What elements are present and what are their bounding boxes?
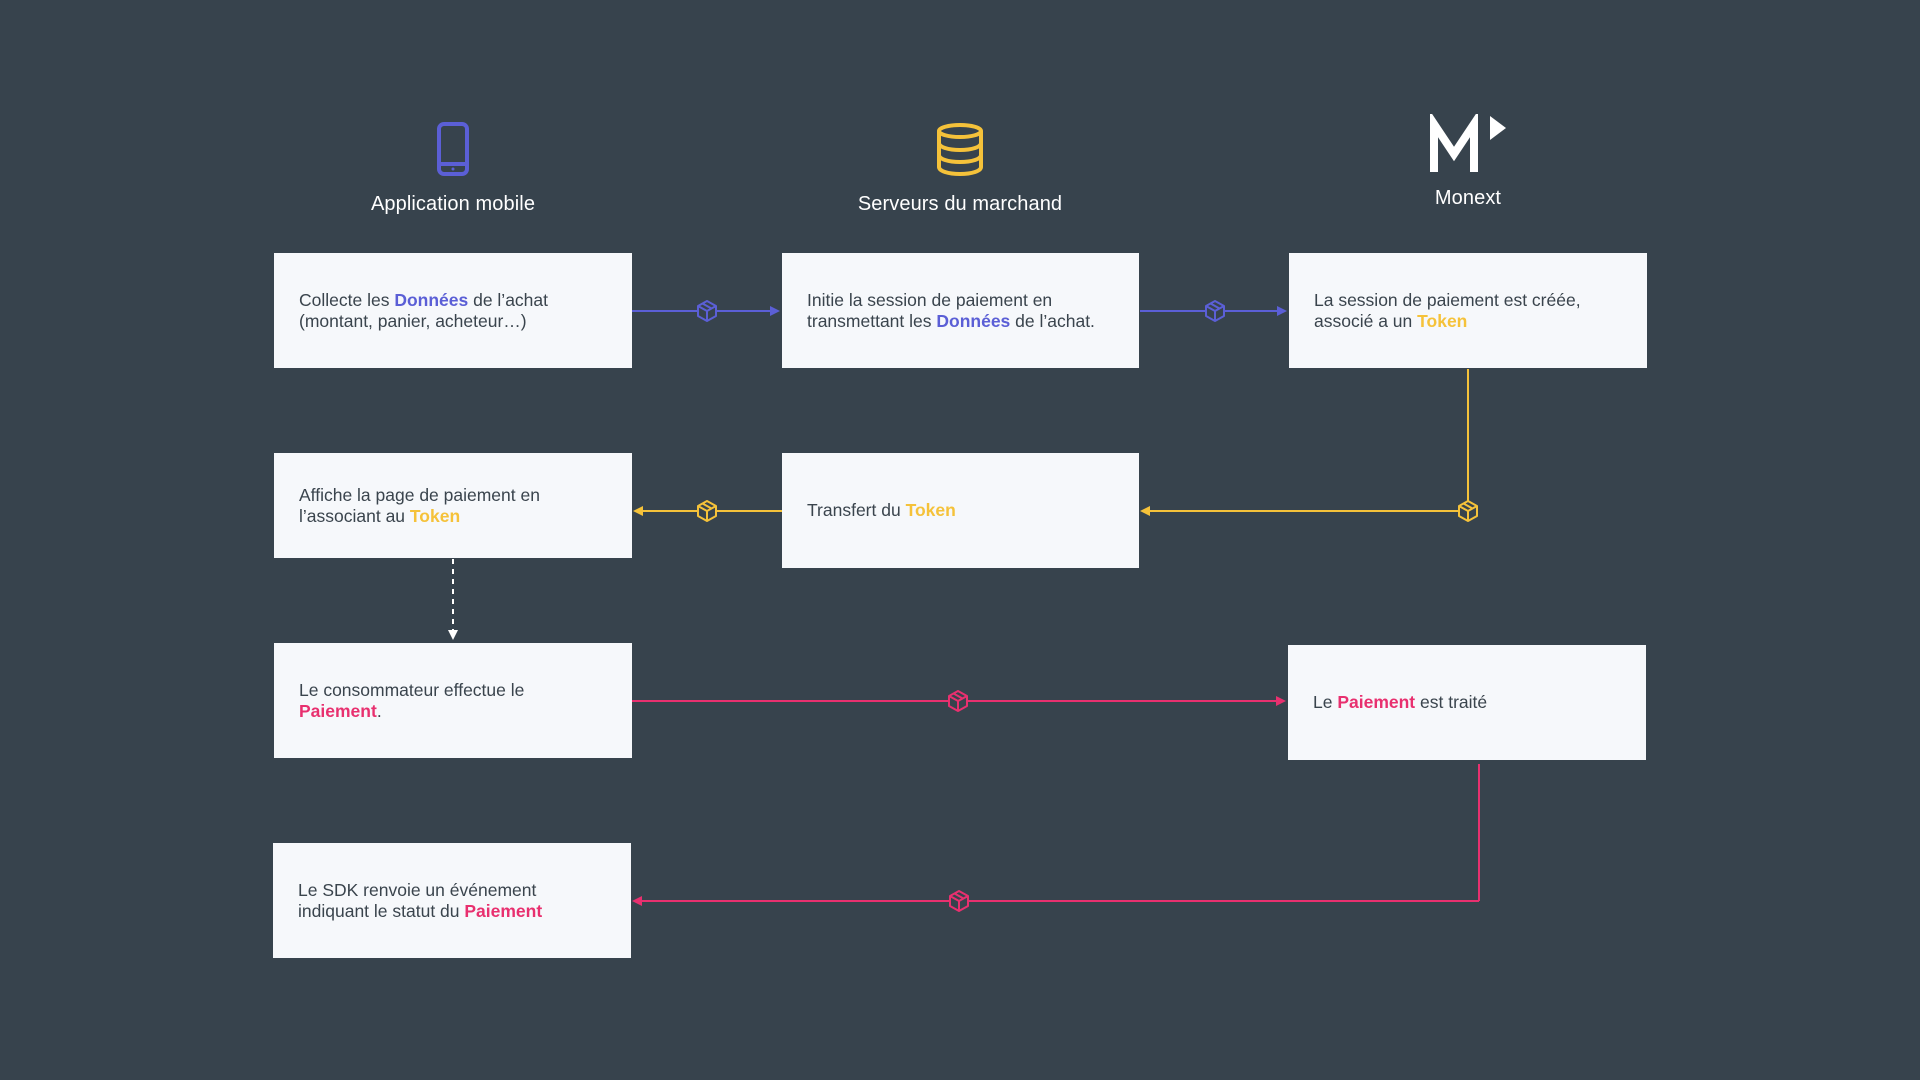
highlight-token: Token <box>409 505 461 526</box>
arrow-app-to-merchant <box>632 300 780 322</box>
package-icon <box>948 690 968 712</box>
arrow-merchant-to-app-token <box>633 500 782 522</box>
step-payment-processed: Le Paiement est traité <box>1288 645 1646 760</box>
step-text: Collecte les <box>299 289 395 310</box>
arrow-monext-to-sdk-status <box>632 764 1480 912</box>
step-text: Initie la session de paiement en transme… <box>807 289 1053 331</box>
highlight-paiement: Paiement <box>464 900 543 921</box>
package-icon <box>697 500 717 522</box>
step-text: Transfert du <box>807 500 906 520</box>
package-icon <box>1205 300 1225 322</box>
column-title: Serveurs du marchand <box>857 193 1063 215</box>
arrow-consumer-to-monext-payment <box>632 690 1286 712</box>
column-title: Application mobile <box>370 193 536 215</box>
package-icon <box>697 300 717 322</box>
column-header-merchant-servers: Serveurs du marchand <box>750 122 1170 216</box>
arrow-monext-to-merchant-token <box>1140 369 1478 522</box>
arrow-page-to-consumer <box>448 559 458 640</box>
highlight-token: Token <box>905 500 956 520</box>
step-text: . <box>376 700 382 721</box>
step-show-payment-page: Affiche la page de paiement en l’associa… <box>274 453 632 558</box>
step-text: de l’achat (montant, panier, acheteur…) <box>299 289 549 331</box>
database-icon <box>750 122 1170 181</box>
step-text: de l’achat. <box>1010 310 1095 331</box>
package-icon <box>1458 500 1478 522</box>
package-icon <box>949 890 969 912</box>
smartphone-icon <box>243 122 663 181</box>
column-header-monext: Monext <box>1258 110 1678 210</box>
step-init-session: Initie la session de paiement en transme… <box>782 253 1139 368</box>
step-sdk-event: Le SDK renvoie un événement indiquant le… <box>273 843 631 958</box>
highlight-paiement: Paiement <box>1337 692 1416 712</box>
step-token-transfer: Transfert du Token <box>782 453 1139 568</box>
column-header-mobile-app: Application mobile <box>243 122 663 216</box>
step-text: Le <box>1313 692 1338 712</box>
step-text: est traité <box>1415 692 1488 712</box>
step-text: Le SDK renvoie un événement indiquant le… <box>298 879 537 921</box>
step-collect-data: Collecte les Données de l’achat (montant… <box>274 253 632 368</box>
arrow-merchant-to-monext <box>1140 300 1287 322</box>
step-text: La session de paiement est créée, associ… <box>1314 289 1581 331</box>
step-text: Le consommateur effectue le <box>299 679 525 700</box>
monext-logo <box>1258 110 1678 181</box>
highlight-paiement: Paiement <box>299 700 377 721</box>
column-title: Monext <box>1434 187 1502 209</box>
highlight-donnees: Données <box>936 310 1011 331</box>
step-text: Affiche la page de paiement en l’associa… <box>299 484 540 526</box>
highlight-token: Token <box>1417 310 1468 331</box>
highlight-donnees: Données <box>394 289 469 310</box>
step-session-created: La session de paiement est créée, associ… <box>1289 253 1647 368</box>
step-consumer-pays: Le consommateur effectue le Paiement. <box>274 643 632 758</box>
